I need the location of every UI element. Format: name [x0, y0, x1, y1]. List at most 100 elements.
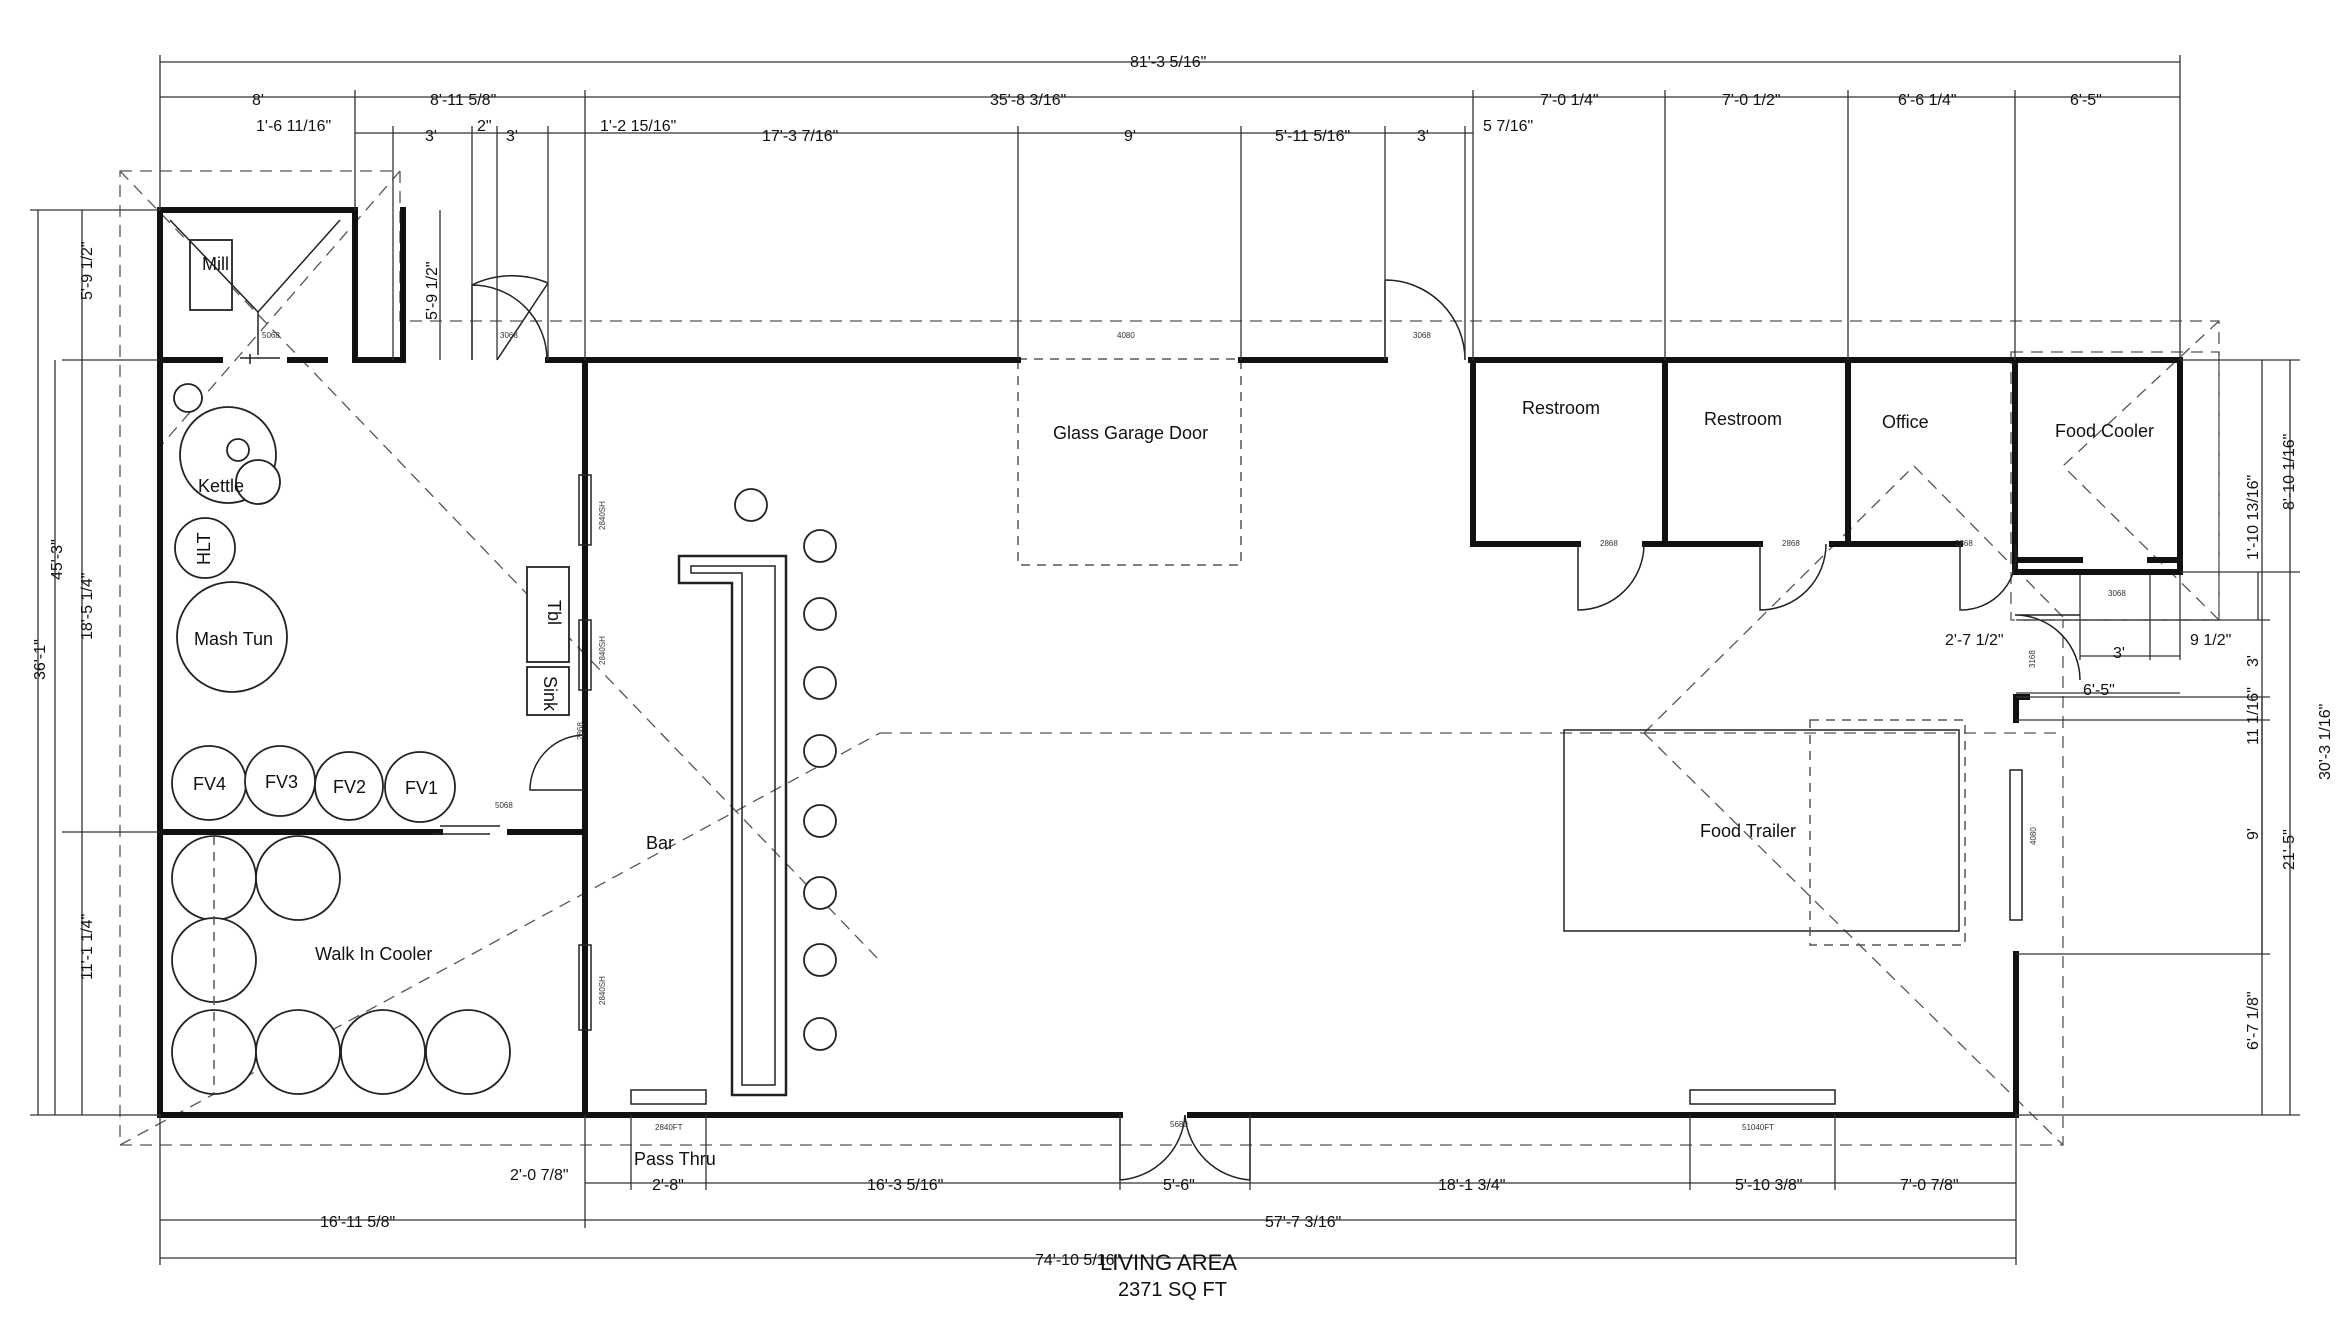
dims-bot-5-10-38-label: 5'-10 3/8": [1735, 1177, 1802, 1194]
dims-row2-17-3-716-label: 17'-3 7/16": [762, 128, 838, 145]
dims-left-5-9-12-label: 5'-9 1/2": [79, 241, 96, 300]
dims-row2-3b-label: 3': [506, 128, 518, 145]
label-sink: Sink: [540, 676, 560, 712]
dims-bot-16-11-58-label: 16'-11 5/8": [320, 1214, 395, 1231]
dims-cooler-6-5-label: 6'-5": [2083, 682, 2115, 699]
tags-d5068-cooler-label: 5068: [495, 801, 513, 810]
plan-title: LIVING AREA 2371 SQ FT: [1100, 1250, 1237, 1301]
dims-row2-9-label: 9': [1124, 128, 1136, 145]
tags-d2868-brew-label: 2868: [576, 722, 585, 740]
label-tbl: Tbl: [544, 600, 564, 625]
exterior-walls: [157, 207, 2183, 1118]
dims-right-21-5-label: 21'-5": [2281, 829, 2298, 870]
label-food-trailer: Food Trailer: [1700, 821, 1796, 841]
dims-bot-18-1-34-label: 18'-1 3/4": [1438, 1177, 1505, 1194]
brewing-equipment: [169, 219, 837, 1095]
dims-bot-5-6-label: 5'-6": [1163, 1177, 1195, 1194]
dims-right-3-label: 3': [2245, 655, 2262, 667]
label-office: Office: [1882, 412, 1929, 432]
hlt-tank: [174, 517, 236, 579]
food-trailer-dashed: [1809, 719, 1966, 946]
dims-vest-5-9-12-label: 5'-9 1/2": [424, 261, 441, 320]
dims-top-35-8-316-label: 35'-8 3/16": [990, 92, 1066, 109]
dims-top-8-11-58-label: 8'-11 5/8": [430, 92, 496, 109]
dims-cooler-2-7-12-label: 2'-7 1/2": [1945, 632, 2004, 649]
dims-top-6-5-label: 6'-5": [2070, 92, 2102, 109]
doors: [240, 275, 2081, 1181]
title-living-area: LIVING AREA: [1100, 1250, 1237, 1275]
dims-bot-2-0-78-label: 2'-0 7/8": [510, 1167, 569, 1184]
tags-d5680-label: 5680: [1170, 1120, 1188, 1129]
dims-top-7-0-14-label: 7'-0 1/4": [1540, 92, 1599, 109]
dims-right-6-7-18-label: 6'-7 1/8": [2245, 991, 2262, 1050]
dims-left-11-1-14-label: 11'-1 1/4": [79, 914, 96, 980]
table: [526, 566, 570, 663]
label-bar: Bar: [646, 833, 674, 853]
room-labels: Mill Kettle HLT Mash Tun FV4 FV3 FV2 FV1…: [193, 254, 2154, 1169]
dimension-labels: 81'-3 5/16" 8' 8'-11 5/8" 35'-8 3/16" 7'…: [32, 54, 2334, 1269]
dims-row2-3c-label: 3': [1417, 128, 1429, 145]
dims-bot-74-10-516-label: 74'-10 5/16": [1035, 1252, 1120, 1269]
dims-row2-1-6-1116-label: 1'-6 11/16": [256, 118, 331, 135]
glass-garage-door-area: [1017, 358, 1242, 566]
dims-row2-5-11-516-label: 5'-11 5/16": [1275, 128, 1350, 145]
title-sq-ft: 2371 SQ FT: [1118, 1279, 1227, 1301]
tags-d3068-vest-label: 3068: [500, 331, 518, 340]
tags-d3068-east-label: 3068: [1413, 331, 1431, 340]
windows: [578, 474, 2023, 1105]
label-mash-tun: Mash Tun: [194, 629, 273, 649]
food-trailer-outline: [1563, 729, 1960, 932]
label-hlt: HLT: [194, 532, 214, 565]
dims-left-36-1-label: 36'-1": [32, 639, 49, 680]
opening-tags: 5068 3068 4080 3068 2868 5068 2840SH 284…: [262, 331, 2126, 1132]
label-fv1: FV1: [405, 778, 438, 798]
roof-cooler-outline: [2010, 351, 2220, 621]
label-restroom-1: Restroom: [1522, 398, 1600, 418]
label-kettle: Kettle: [198, 476, 244, 496]
label-walk-in-cooler: Walk In Cooler: [315, 944, 432, 964]
label-pass-thru: Pass Thru: [634, 1149, 716, 1169]
tags-d2868-rr2-label: 2868: [1782, 539, 1800, 548]
label-fv3: FV3: [265, 772, 298, 792]
dims-right-1-10-1316-label: 1'-10 13/16": [2245, 475, 2262, 560]
small-tank: [173, 383, 203, 413]
dims-row2-1-2-1516-label: 1'-2 15/16": [600, 118, 676, 135]
label-food-cooler: Food Cooler: [2055, 421, 2154, 441]
tags-w2840-a-label: 2840SH: [598, 501, 607, 530]
tags-d3168-label: 3168: [2028, 650, 2037, 668]
tags-d4080-east-label: 4080: [2029, 827, 2038, 845]
tags-d2868-rr1-label: 2868: [1600, 539, 1618, 548]
tags-d3068-fc-label: 3068: [2108, 589, 2126, 598]
fv2-tank: [314, 751, 384, 821]
fv1-tank: [384, 751, 456, 823]
mash-tun-tank: [176, 581, 288, 693]
dims-right-9-label: 9': [2245, 828, 2262, 840]
dims-top-6-6-14-label: 6'-6 1/4": [1898, 92, 1957, 109]
label-mill: Mill: [202, 254, 229, 274]
dims-cooler-3-label: 3': [2113, 645, 2125, 662]
label-restroom-2: Restroom: [1704, 409, 1782, 429]
dims-right-11-116-label: 11 1/16": [2245, 687, 2262, 745]
tags-w2840-c-label: 2840SH: [598, 976, 607, 1005]
mill-box: [189, 239, 233, 311]
label-fv2: FV2: [333, 777, 366, 797]
dims-top-7-0-12-label: 7'-0 1/2": [1722, 92, 1781, 109]
dimension-lines: [30, 55, 2300, 1265]
dims-bot-57-7-316-label: 57'-7 3/16": [1265, 1214, 1341, 1231]
dims-top-8-label: 8': [252, 92, 264, 109]
dims-bot-7-0-78-label: 7'-0 7/8": [1900, 1177, 1959, 1194]
dims-bot-16-3-516-label: 16'-3 5/16": [867, 1177, 943, 1194]
dims-row2-3a-label: 3': [425, 128, 437, 145]
label-glass-garage-door: Glass Garage Door: [1053, 423, 1208, 443]
tags-w2840-b-label: 2840SH: [598, 636, 607, 665]
dims-left-45-3-label: 45'-3": [49, 539, 66, 580]
dims-cooler-9-12-label: 9 1/2": [2190, 632, 2231, 649]
dims-row2-2-label: 2": [477, 118, 492, 135]
dims-right-8-10-116-label: 8'-10 1/16": [2281, 434, 2298, 510]
tags-d4080-glass-label: 4080: [1117, 331, 1135, 340]
tags-w2840ft-label: 2840FT: [655, 1123, 683, 1132]
sink-box: [526, 666, 570, 716]
dims-top-overall-label: 81'-3 5/16": [1130, 54, 1206, 71]
label-fv4: FV4: [193, 774, 226, 794]
tags-w51040-label: 51040FT: [1742, 1123, 1774, 1132]
